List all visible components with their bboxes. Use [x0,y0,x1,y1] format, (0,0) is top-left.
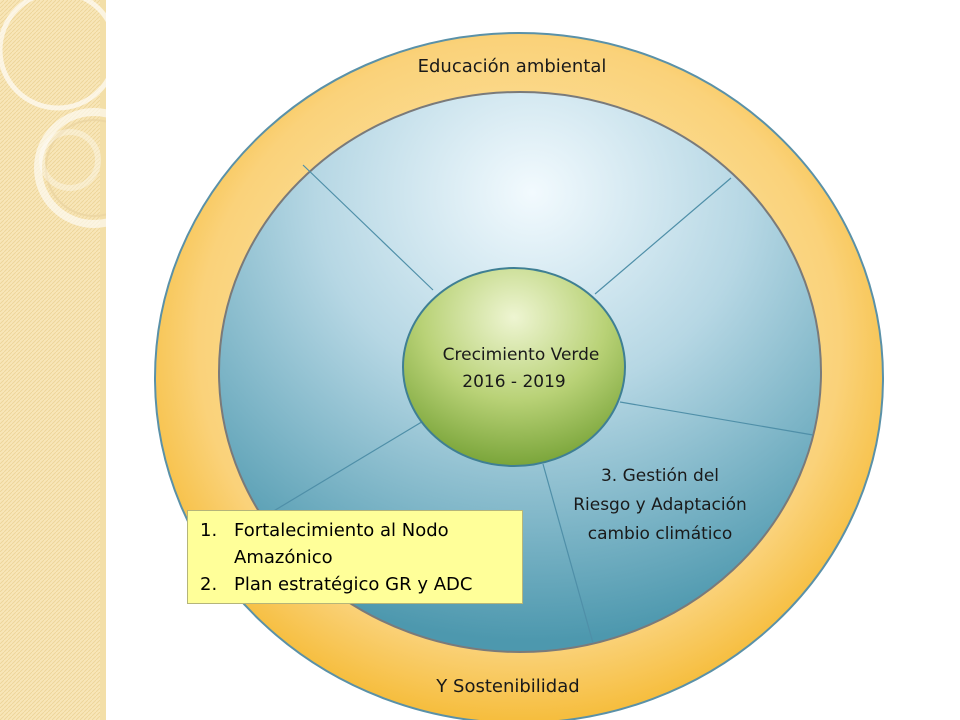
center-title-label: Crecimiento Verde [443,345,600,365]
segment-label-line2: Riesgo y Adaptación [573,495,747,515]
note-item-number: 2. [200,574,218,595]
decor-circle [45,119,106,217]
divider-line [271,419,426,513]
note-item-text-continued: Amazónico [234,547,333,568]
note-list-item: 1. Fortalecimiento al Nodo Amazónico [200,517,514,571]
segment-dividers [271,164,814,644]
divider-line [542,463,594,644]
divider-line [594,177,732,295]
note-item-number: 1. [200,520,218,541]
center-circle [402,267,626,467]
segment-label-line1: 3. Gestión del [601,466,719,486]
divider-line [619,401,814,436]
note-list-item: 2. Plan estratégico GR y ADC [200,571,514,598]
outer-ring-top-label: Educación ambiental [418,56,607,77]
note-box: 1. Fortalecimiento al Nodo Amazónico 2. … [187,510,523,604]
segment-label-line3: cambio climático [588,524,733,544]
center-period-label: 2016 - 2019 [462,372,565,392]
note-item-text: Plan estratégico GR y ADC [234,574,473,595]
decor-circle [0,0,106,111]
decorative-side-strip [0,0,106,720]
outer-ring-bottom-label: Y Sostenibilidad [435,676,579,697]
note-item-text: Fortalecimiento al Nodo [234,520,449,541]
note-list: 1. Fortalecimiento al Nodo Amazónico 2. … [200,517,514,598]
decor-circle [39,129,101,191]
divider-line [302,164,434,291]
decor-circle [34,108,106,228]
